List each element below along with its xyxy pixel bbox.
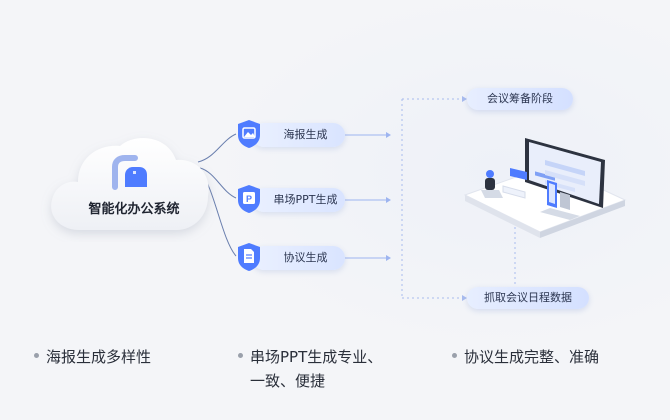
- center-label: 智能化办公系统: [88, 202, 180, 217]
- feature-agreement-text: 协议生成完整、准确: [464, 348, 600, 366]
- stage-schedule-tag: 抓取会议日程数据: [467, 287, 589, 309]
- feature-poster-text: 海报生成多样性: [46, 348, 152, 366]
- bullet-dot: [452, 353, 457, 358]
- branch-ppt-pill: 串场PPT生成: [252, 188, 345, 212]
- feature-poster: 海报生成多样性: [34, 345, 151, 369]
- feature-ppt: 串场PPT生成专业、 一致、便捷: [238, 345, 382, 393]
- bullet-dot: [238, 353, 243, 358]
- document-icon: [238, 243, 260, 271]
- image-icon: [238, 120, 260, 148]
- branch-poster-label: 海报生成: [283, 128, 328, 141]
- feature-agreement: 协议生成完整、准确: [452, 345, 599, 369]
- feature-ppt-text-line2: 一致、便捷: [250, 372, 326, 390]
- branch-agreement-pill: 协议生成: [252, 246, 345, 270]
- stage-prep-tag: 会议筹备阶段: [467, 88, 573, 110]
- feature-ppt-text-line1: 串场PPT生成专业、: [250, 348, 383, 366]
- ppt-icon: P: [238, 185, 260, 213]
- bullet-dot: [34, 353, 39, 358]
- svg-text:P: P: [246, 194, 252, 204]
- office-illustration: [463, 138, 627, 238]
- branch-ppt-label: 串场PPT生成: [273, 193, 338, 206]
- branch-agreement-label: 协议生成: [283, 251, 328, 264]
- branch-poster-pill: 海报生成: [252, 123, 345, 147]
- system-logo-icon: [112, 155, 147, 190]
